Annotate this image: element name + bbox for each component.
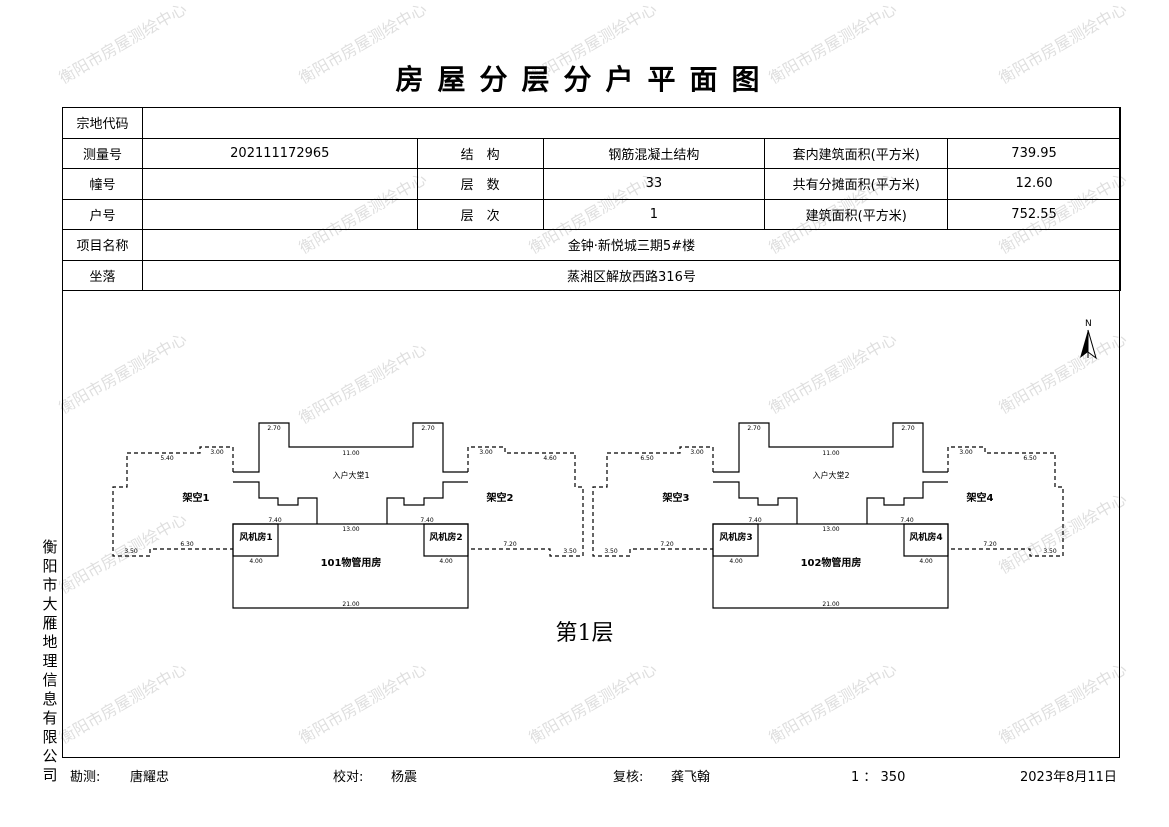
wall-outline	[713, 481, 798, 524]
scale: 1 ： 350	[851, 770, 906, 785]
survey-no-label: 测量号	[62, 137, 143, 169]
structure-label: 结 构	[416, 137, 544, 169]
dim-top-label: 11.00	[822, 450, 839, 457]
open-a-room-label: 架空1	[182, 491, 210, 504]
inner-area-value: 739.95	[947, 137, 1121, 169]
open-b-room-label: 架空2	[486, 491, 514, 504]
surveyor-label: 勘测:	[70, 770, 101, 785]
wall-outline	[386, 481, 468, 524]
open-area-outline	[947, 446, 1064, 557]
north-label: N	[1085, 319, 1092, 329]
wall-outline	[903, 523, 949, 557]
dim-wing-a-top2-label: 3.00	[690, 449, 704, 456]
dim-wing-b-top-label: 3.00	[959, 449, 973, 456]
dim-mid-label: 13.00	[342, 526, 359, 533]
page-title: 房屋分层分户平面图	[395, 63, 774, 96]
dim-fan-w-b-label: 4.00	[919, 558, 933, 565]
dim-mid-label: 13.00	[822, 526, 839, 533]
inner-area-label: 套内建筑面积(平方米)	[764, 137, 949, 169]
floors-value: 33	[542, 168, 766, 200]
wall-outline	[712, 523, 949, 609]
open-b-room-label: 架空4	[966, 491, 994, 504]
fan-b-room-label: 风机房4	[909, 531, 942, 543]
dim-notch-a-label: 2.70	[747, 425, 761, 432]
dim-fan-w-a-label: 4.00	[729, 558, 743, 565]
shared-area-value: 12.60	[947, 168, 1121, 200]
dim-notch-b-label: 2.70	[421, 425, 435, 432]
dim-wing-a-top2-label: 3.00	[210, 449, 224, 456]
building-left: 2.70 2.70 11.00 13.00 21.00 7.40 7.40 4.00 4.00 5…	[112, 422, 584, 609]
company-vertical-label: 衡阳市大雁地理信息有限公司	[42, 538, 58, 784]
dim-wing-a-bot-label: 6.30	[180, 541, 194, 548]
dim-w-a-label: 7.40	[748, 517, 762, 524]
office-room-label: 101物管用房	[321, 556, 382, 569]
dim-wing-b-bot2-label: 3.50	[563, 548, 577, 555]
dim-wing-a-top-label: 6.50	[640, 455, 654, 462]
checker-name: 杨震	[391, 770, 418, 785]
open-area-outline	[467, 446, 584, 557]
checker-label: 校对:	[333, 770, 364, 785]
lobby-room-label: 入户大堂2	[812, 470, 849, 480]
dim-top-label: 11.00	[342, 450, 359, 457]
total-area-value: 752.55	[947, 198, 1121, 230]
dim-wing-b-top2-label: 6.50	[1023, 455, 1037, 462]
fan-b-room-label: 风机房2	[429, 531, 462, 543]
dim-bottom-label: 21.00	[822, 601, 839, 608]
office-room-label: 102物管用房	[801, 556, 862, 569]
reviewer-name: 龚飞翰	[671, 770, 711, 785]
fan-a-room-label: 风机房3	[719, 531, 752, 543]
project-label: 项目名称	[62, 229, 143, 261]
wall-outline	[232, 523, 469, 609]
dim-wing-b-top-label: 3.00	[479, 449, 493, 456]
building-label: 幢号	[62, 168, 143, 200]
table-row: 户号 层 次 1 建筑面积(平方米) 752.55	[62, 198, 1121, 230]
table-row: 测量号 202111172965 结 构 钢筋混凝土结构 套内建筑面积(平方米)…	[62, 137, 1121, 169]
table-row: 坐落 蒸湘区解放西路316号	[62, 259, 1122, 291]
lobby-room-label: 入户大堂1	[332, 470, 369, 480]
dim-notch-b-label: 2.70	[901, 425, 915, 432]
wall-outline	[233, 481, 318, 524]
wall-outline	[713, 422, 948, 473]
dim-fan-w-a-label: 4.00	[249, 558, 263, 565]
dim-wing-a-bot2-label: 3.50	[124, 548, 138, 555]
reviewer-label: 复核:	[613, 770, 644, 785]
info-table: 宗地代码 测量号 202111172965 结 构 钢筋混凝土结构 套内建筑面积…	[62, 107, 1122, 291]
location-label: 坐落	[62, 259, 143, 291]
wall-outline	[423, 523, 469, 557]
north-arrow: N	[1080, 319, 1097, 360]
date: 2023年8月11日	[1020, 770, 1117, 785]
building-value	[141, 168, 418, 200]
surveyor-name: 唐耀忠	[130, 770, 170, 785]
dim-wing-a-top-label: 5.40	[160, 455, 174, 462]
dim-wing-a-bot-label: 7.20	[660, 541, 674, 548]
fan-a-room-label: 风机房1	[239, 531, 272, 543]
wall-outline	[866, 481, 948, 524]
table-row: 幢号 层 数 33 共有分摊面积(平方米) 12.60	[62, 168, 1121, 200]
dim-fan-w-b-label: 4.00	[439, 558, 453, 565]
building-right: 2.70 2.70 11.00 13.00 21.00 7.40 7.40 4.00 4.00 6…	[592, 422, 1064, 609]
dim-w-b-label: 7.40	[900, 517, 914, 524]
dim-wing-a-bot2-label: 3.50	[604, 548, 618, 555]
open-area-outline	[112, 446, 234, 557]
shared-area-label: 共有分摊面积(平方米)	[764, 168, 949, 200]
dim-bottom-label: 21.00	[342, 601, 359, 608]
location-value: 蒸湘区解放西路316号	[141, 259, 1122, 291]
dim-w-a-label: 7.40	[268, 517, 282, 524]
dim-wing-b-bot-label: 7.20	[983, 541, 997, 548]
dim-w-b-label: 7.40	[420, 517, 434, 524]
floor-label: 第1层	[555, 621, 614, 646]
open-area-outline	[592, 446, 714, 557]
dim-wing-b-bot-label: 7.20	[503, 541, 517, 548]
unit-label: 户号	[62, 198, 143, 230]
wall-outline	[232, 523, 279, 557]
wall-outline	[712, 523, 759, 557]
total-area-label: 建筑面积(平方米)	[764, 198, 949, 230]
dim-wing-b-top2-label: 4.60	[543, 455, 557, 462]
dim-notch-a-label: 2.70	[267, 425, 281, 432]
open-a-room-label: 架空3	[662, 491, 690, 504]
table-row: 项目名称 金钟·新悦城三期5#楼	[62, 229, 1122, 261]
dim-wing-b-bot2-label: 3.50	[1043, 548, 1057, 555]
wall-outline	[233, 422, 468, 473]
